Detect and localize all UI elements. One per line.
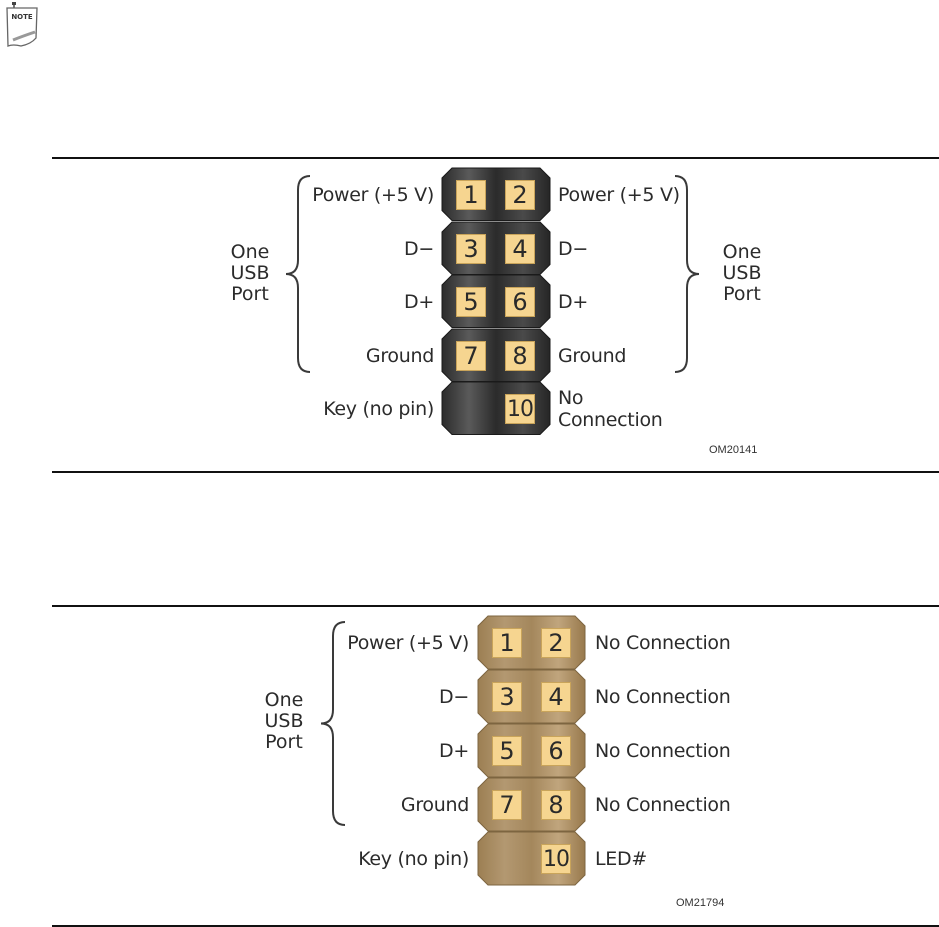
pin-label-4: D− [558,237,588,260]
pin-8: 8 [541,790,571,820]
pin-4: 4 [541,682,571,712]
pin-1: 1 [492,628,522,658]
pin-10: 10 [541,844,571,874]
figure-top-rule [52,605,939,607]
pin-label-10: LED# [595,848,647,870]
note-icon: NOTE [6,2,38,47]
pin-label-5: D+ [439,740,469,762]
pin-label-2: Power (+5 V) [558,184,680,206]
note-icon-label: NOTE [11,13,33,21]
pin-label-2: No Connection [595,632,731,654]
pin-6: 6 [541,736,571,766]
pin-label-key: Key (no pin) [323,398,434,420]
pin-3: 3 [456,233,486,264]
pin-8: 8 [505,340,535,371]
pin-label-4: No Connection [595,686,731,708]
pin-2: 2 [505,180,535,210]
pin-4: 4 [505,233,535,264]
pin-3: 3 [492,682,522,712]
pin-label-6: D+ [558,291,588,313]
pin-label-8: No Connection [595,794,731,816]
pin-label-8: Ground [558,344,627,367]
pin-5: 5 [456,287,486,317]
pin-1: 1 [456,180,486,210]
pin-label-3: D− [439,686,469,708]
pin-6: 6 [505,287,535,317]
figure-code: OM21794 [676,897,725,909]
figure-bottom-rule [52,471,939,473]
pin-2: 2 [541,628,571,658]
figure-code: OM20141 [709,444,758,456]
pin-10: 10 [505,394,535,424]
pin-label-1: Power (+5 V) [347,632,469,654]
pin-label-5: D+ [404,291,434,313]
pin-label-7: Ground [365,344,434,367]
pin-label-7: Ground [400,794,469,816]
pin-label-1: Power (+5 V) [312,184,434,206]
figure-top-rule [52,157,939,159]
pin-7: 7 [456,340,486,371]
pin-label-6: No Connection [595,740,731,762]
pin-label-3: D− [404,237,434,260]
pin-label-key: Key (no pin) [358,848,469,870]
figure-bottom-rule [52,925,939,927]
pin-7: 7 [492,790,522,820]
pin-5: 5 [492,736,522,766]
